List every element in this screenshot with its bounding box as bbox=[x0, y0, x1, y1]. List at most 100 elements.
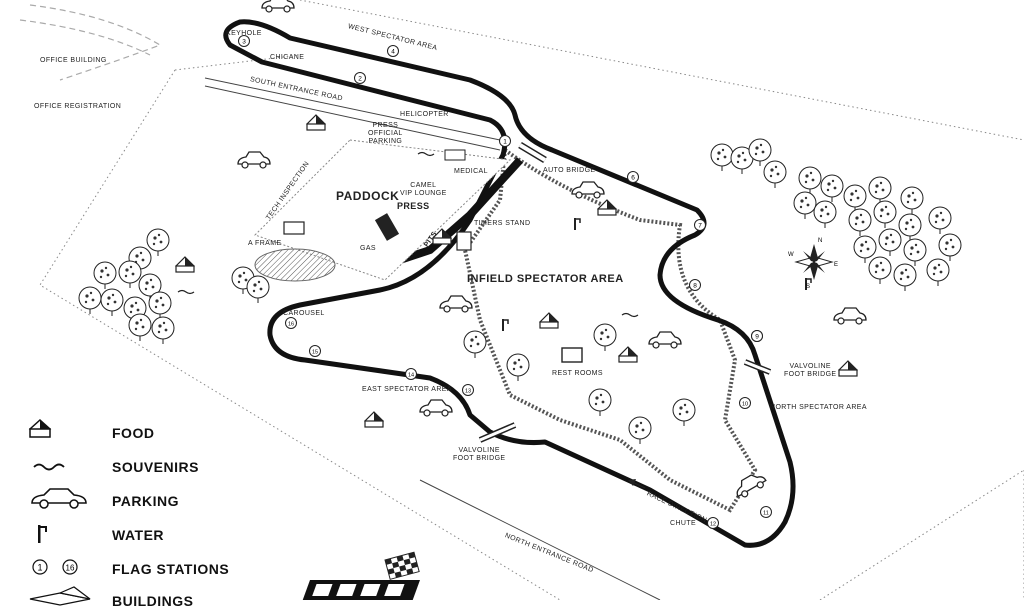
valvoline-foot-bridge-north bbox=[743, 359, 772, 375]
compass-e: E bbox=[834, 262, 838, 268]
souvenir-markers bbox=[177, 151, 639, 318]
souvenirs-icon bbox=[33, 463, 65, 471]
flag-station-16: 16 bbox=[285, 317, 297, 329]
tree-cluster-east bbox=[710, 138, 962, 292]
label-valvoline-foot-bridge-east: VALVOLINE FOOT BRIDGE bbox=[453, 447, 506, 462]
label-press: PRESS bbox=[397, 201, 430, 211]
label-valvoline-foot-bridge-north: VALVOLINE FOOT BRIDGE bbox=[784, 363, 837, 378]
flag-station-12: 12 bbox=[707, 517, 719, 529]
tech-inspection-shed bbox=[283, 221, 305, 235]
label-auto-bridge: AUTO BRIDGE bbox=[543, 167, 596, 174]
compass-s: S bbox=[806, 284, 810, 290]
flag-station-2: 2 bbox=[354, 72, 366, 84]
flag-station-number: 10 bbox=[742, 401, 748, 407]
medical-tent bbox=[444, 149, 466, 161]
legend-item-water: WATER bbox=[26, 519, 326, 549]
legend-item-flag-stations: 1 16 FLAG STATIONS bbox=[26, 553, 326, 583]
timers-stand bbox=[456, 231, 472, 251]
legend-item-souvenirs: SOUVENIRS bbox=[26, 451, 326, 481]
flag-station-1: 1 bbox=[499, 135, 511, 147]
flag-station-number: 4 bbox=[391, 48, 395, 55]
label-helicopter: HELICOPTER bbox=[400, 111, 449, 118]
flag-sample-16: 16 bbox=[66, 564, 75, 573]
auto-bridge bbox=[518, 141, 547, 164]
label-paddock: PADDOCK bbox=[336, 189, 400, 203]
flag-station-number: 12 bbox=[710, 521, 716, 527]
flag-sample-1: 1 bbox=[37, 563, 42, 573]
legend-item-food: FOOD bbox=[26, 417, 326, 447]
pits-building bbox=[374, 213, 400, 241]
legend-label-flag-stations: FLAG STATIONS bbox=[112, 561, 230, 577]
label-keyhole: KEYHOLE bbox=[226, 30, 262, 37]
flag-station-8: 8 bbox=[689, 279, 701, 291]
flag-station-14: 14 bbox=[405, 368, 417, 380]
property-boundary bbox=[39, 0, 1024, 600]
rest-rooms-building bbox=[561, 347, 583, 363]
flag-station-number: 8 bbox=[693, 282, 697, 289]
flag-station-number: 3 bbox=[242, 38, 246, 45]
label-north-spectator-area: NORTH SPECTATOR AREA bbox=[770, 404, 867, 411]
label-office-building: OFFICE BUILDING bbox=[40, 57, 107, 64]
flag-station-icon: 1 16 bbox=[32, 559, 78, 575]
flag-station-number: 14 bbox=[408, 372, 414, 378]
label-carousel: CAROUSEL bbox=[283, 310, 325, 317]
parking-car-icon bbox=[31, 488, 87, 509]
label-rest-rooms: REST ROOMS bbox=[552, 370, 603, 377]
label-camel-vip-lounge: CAMEL VIP LOUNGE bbox=[400, 182, 447, 197]
flag-station-7: 7 bbox=[694, 219, 706, 231]
tree-cluster-west bbox=[78, 228, 270, 345]
flag-station-15: 15 bbox=[309, 345, 321, 357]
north-entrance-road bbox=[419, 479, 661, 600]
checkered-flag-logo-icon bbox=[384, 551, 420, 580]
office-road-sketch bbox=[19, 4, 162, 81]
flag-station-number: 1 bbox=[503, 138, 507, 145]
legend-item-parking: PARKING bbox=[26, 485, 326, 515]
a-frame-pond bbox=[254, 248, 336, 282]
flag-station-number: 11 bbox=[763, 510, 769, 516]
compass-w: W bbox=[788, 252, 794, 258]
flag-station-9: 9 bbox=[751, 330, 763, 342]
flag-station-number: 15 bbox=[312, 349, 318, 355]
legend-label-food: FOOD bbox=[112, 425, 155, 441]
flag-station-number: 9 bbox=[755, 333, 759, 340]
flag-stations: 12345678910111213141516 bbox=[238, 35, 772, 529]
circuit-map: N E S W 12345678910111213141516 bbox=[19, 0, 1024, 600]
label-medical: MEDICAL bbox=[454, 168, 488, 175]
label-a-frame: A FRAME bbox=[248, 240, 282, 247]
flag-station-number: 2 bbox=[358, 75, 362, 82]
flag-station-11: 11 bbox=[760, 506, 772, 518]
label-chicane: CHICANE bbox=[270, 54, 305, 61]
food-building-icon bbox=[28, 418, 52, 438]
valvoline-foot-bridge-east bbox=[478, 422, 517, 443]
label-east-spectator-area: EAST SPECTATOR AREA bbox=[362, 386, 452, 393]
race-track-line bbox=[223, 19, 796, 548]
label-gas: GAS bbox=[360, 245, 376, 252]
flag-station-13: 13 bbox=[462, 384, 474, 396]
south-entrance-road bbox=[204, 77, 501, 151]
flag-station-6: 6 bbox=[627, 171, 639, 183]
buildings-icon bbox=[29, 586, 91, 606]
flag-station-number: 13 bbox=[465, 388, 471, 394]
flag-station-10: 10 bbox=[739, 397, 751, 409]
label-office-registration: OFFICE REGISTRATION bbox=[34, 103, 122, 110]
water-tap-icon bbox=[38, 525, 47, 543]
legend-label-parking: PARKING bbox=[112, 493, 180, 509]
flag-station-number: 7 bbox=[698, 222, 702, 229]
label-infield-spectator-area: INFIELD SPECTATOR AREA bbox=[467, 273, 624, 285]
label-timers-stand: TIMERS STAND bbox=[474, 220, 531, 227]
flag-station-number: 6 bbox=[631, 174, 635, 181]
flag-station-4: 4 bbox=[387, 45, 399, 57]
inner-service-road bbox=[462, 146, 758, 513]
race-direction-arrow-icon bbox=[628, 479, 646, 489]
legend-label-souvenirs: SOUVENIRS bbox=[112, 459, 199, 475]
legend-label-water: WATER bbox=[112, 527, 165, 543]
flag-station-3: 3 bbox=[238, 35, 250, 47]
flag-station-number: 16 bbox=[288, 321, 294, 327]
paddock-area bbox=[254, 139, 512, 281]
label-press-official-parking: PRESS OFFICIAL PARKING bbox=[368, 122, 403, 145]
legend-item-buildings: BUILDINGS bbox=[26, 585, 326, 615]
label-chute: CHUTE bbox=[670, 520, 697, 527]
compass-n: N bbox=[818, 238, 822, 244]
compass-rose-icon: N E S W bbox=[788, 238, 838, 290]
legend-label-buildings: BUILDINGS bbox=[112, 593, 194, 609]
